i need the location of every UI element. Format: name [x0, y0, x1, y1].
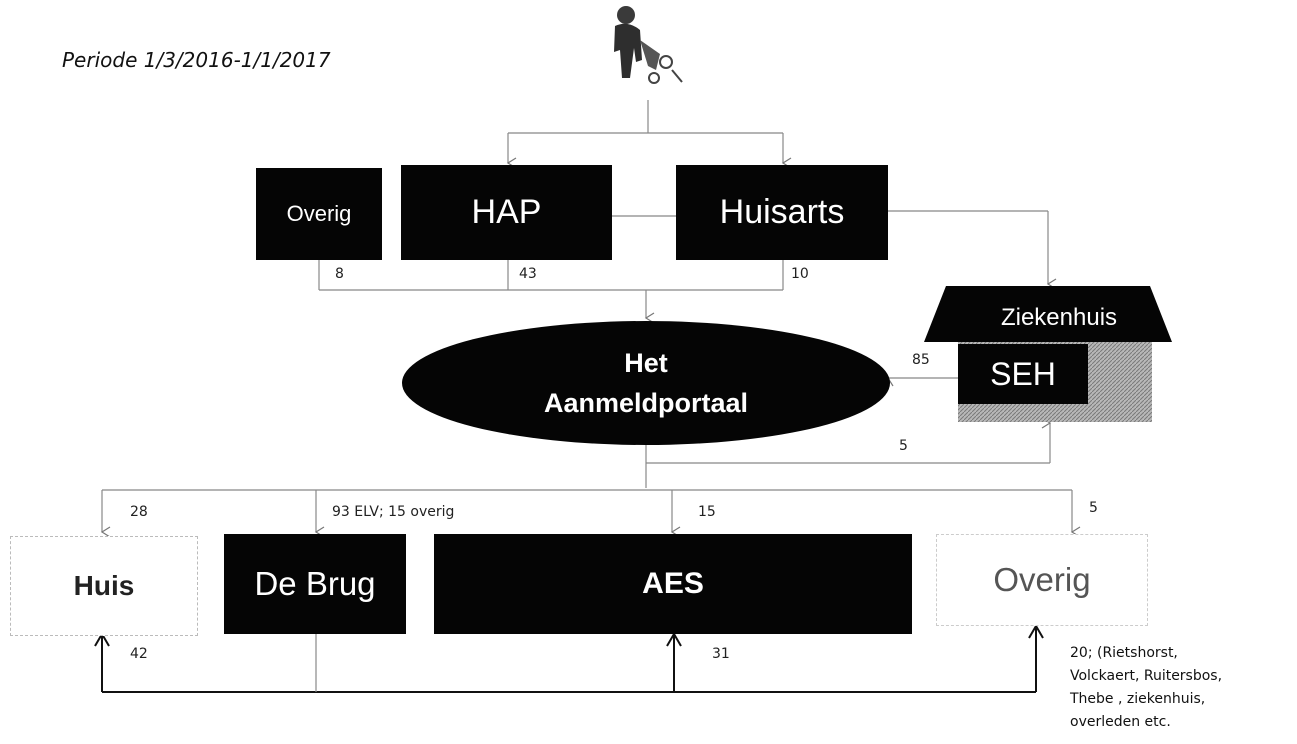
- flow-label-portal-aes: 15: [698, 504, 716, 520]
- node-hap-label: HAP: [471, 193, 542, 231]
- overig-note-line: Thebe , ziekenhuis,: [1070, 691, 1206, 707]
- return-connectors: [94, 624, 1044, 693]
- overig-note: 20; (Rietshorst, Volckaert, Ruitersbos, …: [1070, 642, 1295, 734]
- flow-label-huisarts-portal: 10: [791, 266, 809, 282]
- node-huisarts-label: Huisarts: [719, 193, 845, 231]
- node-hap: HAP: [401, 165, 612, 260]
- flow-label-portal-seh: 5: [899, 438, 908, 454]
- overig-note-line: 20; (Rietshorst,: [1070, 645, 1178, 661]
- node-huis-label: Huis: [73, 570, 135, 601]
- node-huis: Huis: [10, 536, 198, 636]
- portal-ellipse: [402, 321, 890, 445]
- node-huisarts: Huisarts: [676, 165, 888, 260]
- node-overig-top: Overig: [256, 168, 382, 260]
- period-title: Periode 1/3/2016-1/1/2017: [62, 48, 331, 72]
- node-aes: AES: [434, 534, 912, 634]
- flow-label-return-huis: 42: [130, 646, 148, 662]
- flow-label-hap-portal: 43: [519, 266, 537, 282]
- node-overig-top-label: Overig: [286, 201, 352, 226]
- node-portal-line1: Het: [624, 348, 668, 378]
- person-icon: [614, 6, 683, 84]
- overig-note-line: overleden etc.: [1070, 714, 1171, 730]
- node-ziekenhuis-label: Ziekenhuis: [1000, 304, 1118, 331]
- node-portal: Het Aanmeldportaal: [402, 338, 890, 428]
- node-ziekenhuis: Ziekenhuis: [946, 300, 1172, 336]
- overig-note-line: Volckaert, Ruitersbos,: [1070, 668, 1223, 684]
- flow-label-seh-portal: 85: [912, 352, 930, 368]
- flow-label-portal-debrug: 93 ELV; 15 overig: [332, 504, 455, 520]
- top-connectors: [100, 100, 1081, 538]
- node-portal-line2: Aanmeldportaal: [543, 388, 749, 418]
- node-debrug-label: De Brug: [254, 565, 376, 602]
- flow-label-return-aes: 31: [712, 646, 730, 662]
- node-seh: SEH: [958, 344, 1088, 404]
- flow-label-overig-portal: 8: [335, 266, 344, 282]
- flow-label-portal-overig: 5: [1089, 500, 1098, 516]
- node-debrug: De Brug: [224, 534, 406, 634]
- hospital-roof: [924, 286, 1172, 342]
- node-overig-bottom-label: Overig: [993, 561, 1091, 598]
- node-seh-label: SEH: [990, 355, 1056, 392]
- flow-label-portal-huis: 28: [130, 504, 148, 520]
- node-aes-label: AES: [642, 567, 704, 600]
- node-overig-bottom: Overig: [936, 534, 1148, 626]
